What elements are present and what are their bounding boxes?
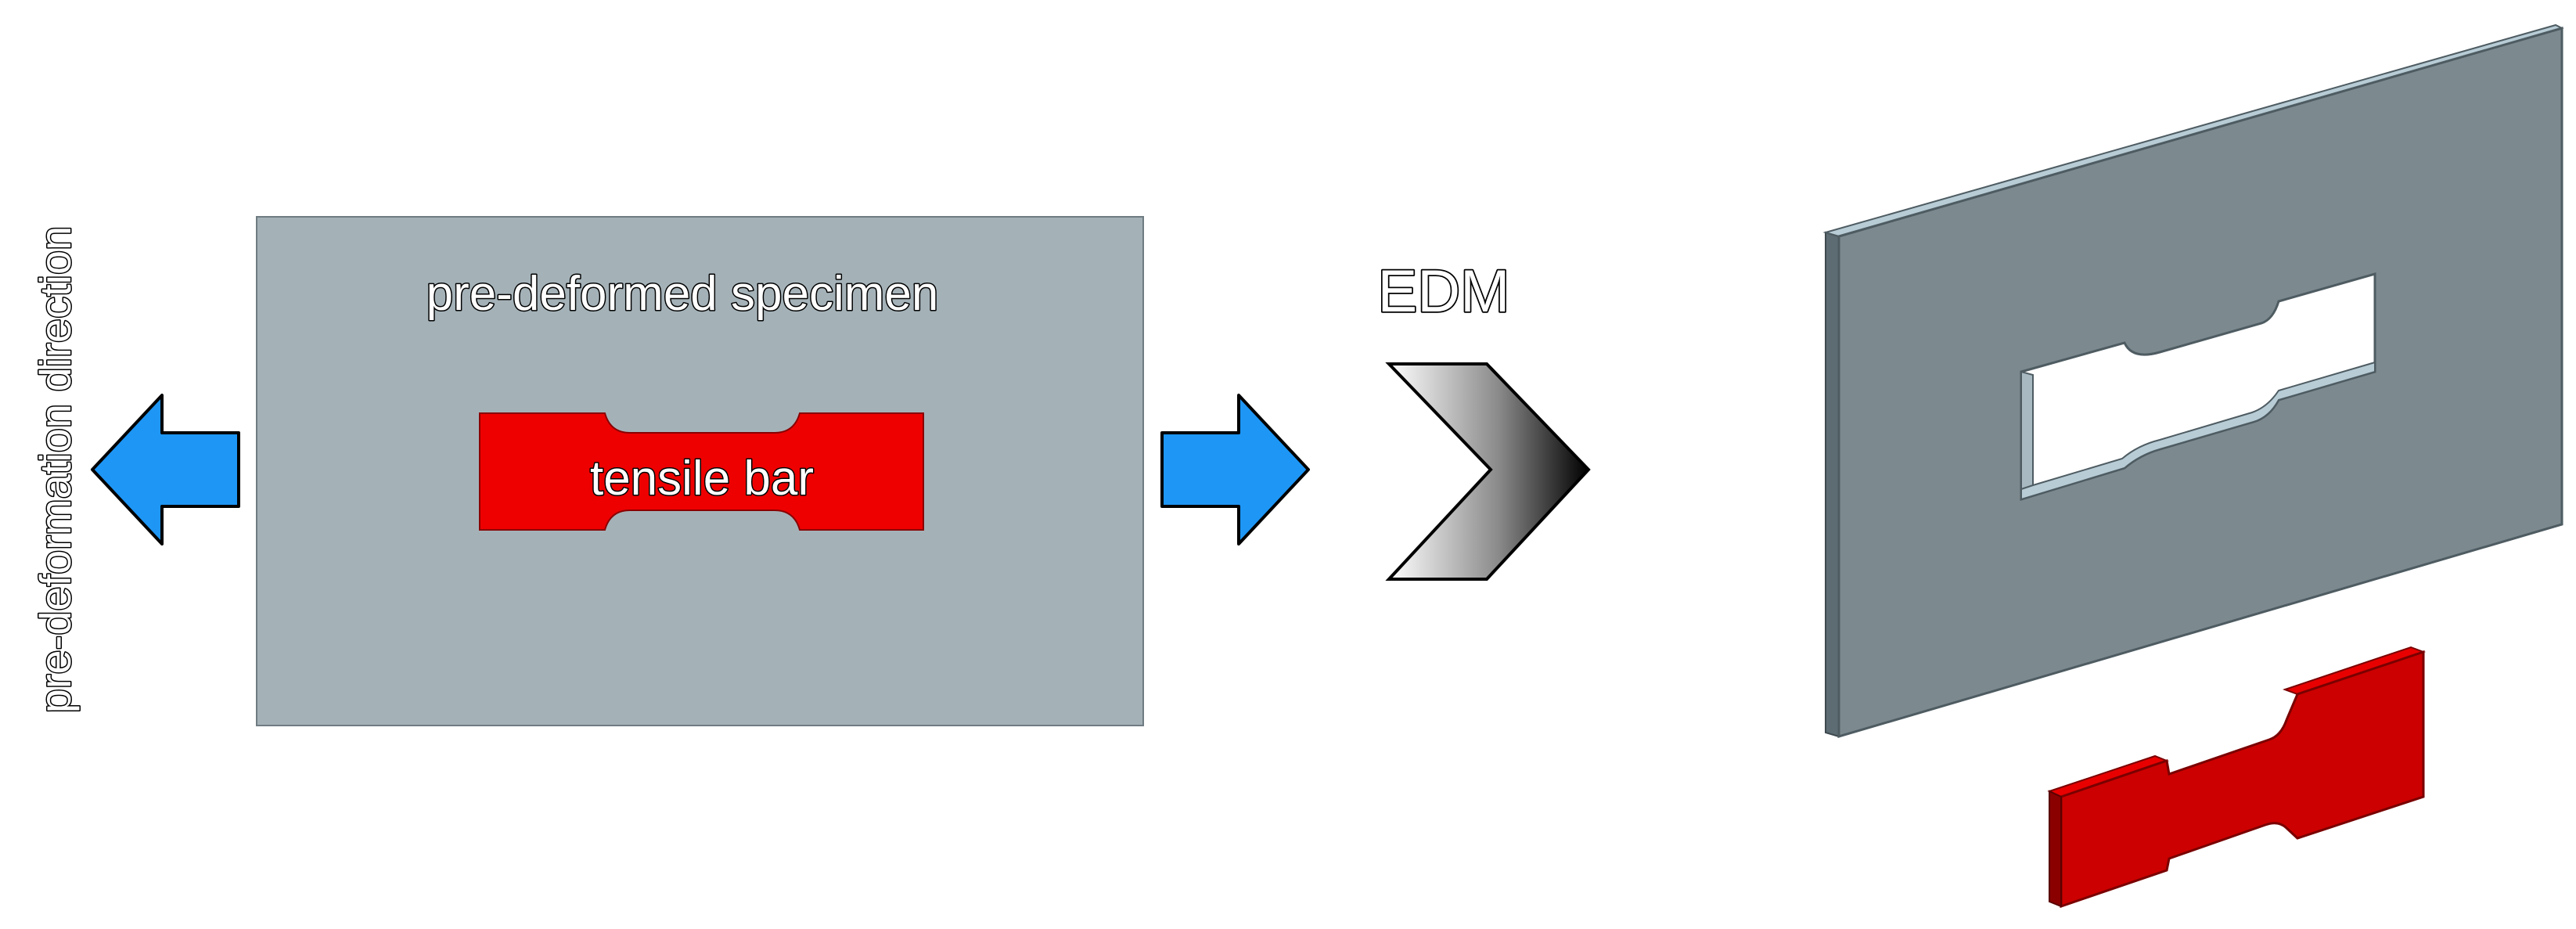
- right-arrow-icon: [1160, 394, 1310, 546]
- left-arrow-icon: [91, 394, 240, 546]
- edm-chevron-icon: [1385, 362, 1591, 581]
- bar-3d-side: [2049, 790, 2062, 908]
- specimen-label: pre-deformed specimen: [426, 267, 939, 321]
- cutout-inner-wall-bottom: [2020, 361, 2376, 501]
- plate-side-edge: [1825, 231, 1840, 738]
- plate-with-cutout: [1837, 27, 2563, 739]
- cutout-inner-wall-left: [2020, 370, 2034, 501]
- direction-label: pre-deformation direction: [31, 226, 80, 714]
- process-label: EDM: [1378, 258, 1510, 325]
- bar-3d-front: [2060, 650, 2425, 909]
- tensile-bar-label: tensile bar: [590, 452, 814, 506]
- tensile-bar: [479, 412, 924, 531]
